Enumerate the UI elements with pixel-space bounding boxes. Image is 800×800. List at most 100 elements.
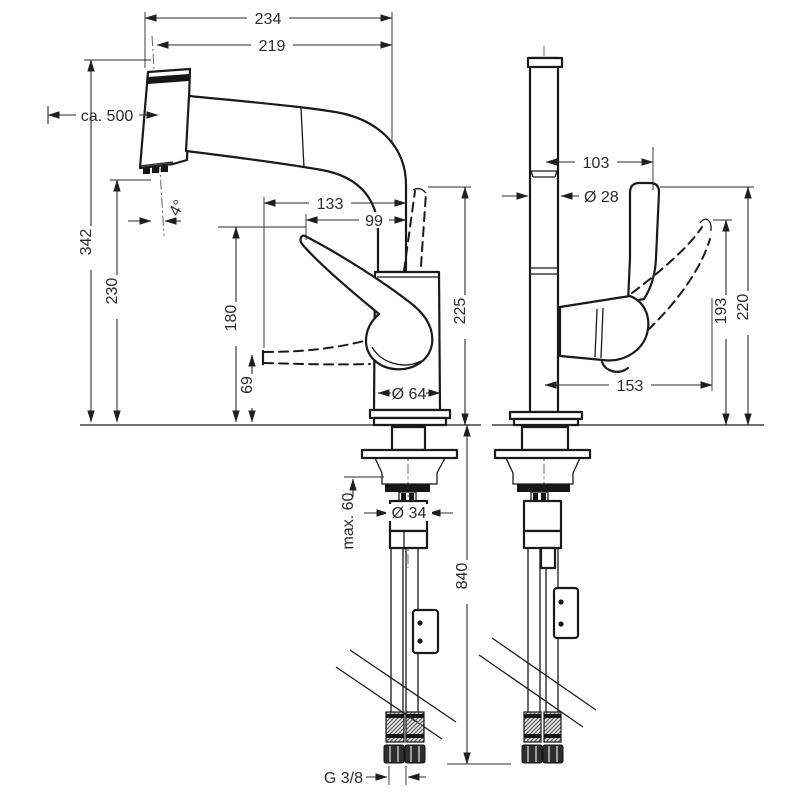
side-handle-dashed-cap <box>699 218 712 232</box>
front-view-faucet <box>138 67 459 764</box>
side-hose-crimp <box>524 714 541 718</box>
handle-lever-front <box>299 234 434 371</box>
hose-clip-detail <box>409 493 414 500</box>
dim-label-133: 133 <box>317 196 344 213</box>
dim-label-max60: max. 60 <box>340 492 357 549</box>
aerator-tooth <box>152 167 159 173</box>
spray-head <box>138 67 192 170</box>
spray-head-ring <box>148 74 189 84</box>
side-check-valve-box <box>552 586 580 640</box>
side-mount-shank-upper <box>520 425 570 452</box>
hose-crimp <box>406 714 424 718</box>
dim-height-overall: 342 <box>78 59 151 423</box>
dim-handle-reach-down: 133 <box>263 195 407 348</box>
aerator-line <box>139 161 174 167</box>
side-valve-dot <box>558 599 564 605</box>
hose-crimp <box>406 734 424 738</box>
side-valve-dot <box>558 621 564 627</box>
dim-label-103: 103 <box>583 155 610 172</box>
side-hose-connector <box>539 546 557 570</box>
handle-raised-dashed <box>403 190 416 272</box>
dim-handle-down-height: 69 <box>239 354 261 423</box>
dim-label-342: 342 <box>78 229 95 256</box>
dim-label-180: 180 <box>223 305 240 332</box>
hose-crimp <box>386 734 404 738</box>
dim-spray-angle: 4° <box>128 197 189 225</box>
spout-joint-line <box>300 107 305 169</box>
hose-clip-detail <box>401 493 406 500</box>
side-hose-nuts <box>521 744 564 764</box>
side-hose-crimp <box>544 714 561 718</box>
dim-handle-offset: 103 <box>545 147 654 190</box>
dim-label-230: 230 <box>104 278 121 305</box>
dim-label-99: 99 <box>365 213 383 230</box>
mount-shank-upper <box>390 425 427 452</box>
dim-label-219: 219 <box>259 38 286 55</box>
side-threaded-shank <box>522 499 563 533</box>
aerator-tooth <box>161 166 168 172</box>
base-flange <box>368 408 452 420</box>
dim-body-diameter: Ø 64 <box>377 384 441 403</box>
break-line <box>349 649 457 723</box>
side-handle-dashed <box>647 238 711 331</box>
side-base-plate <box>512 417 580 427</box>
side-hose-crimp <box>544 734 561 738</box>
dim-label-d28: Ø 28 <box>584 189 619 206</box>
aerator-tooth <box>143 168 150 174</box>
side-hose-crimp <box>524 734 541 738</box>
dim-label-840: 840 <box>454 563 471 590</box>
dim-handle-top-height: 220 <box>660 186 757 426</box>
side-mounting-nut <box>517 484 570 492</box>
dim-outlet-height: 230 <box>104 179 151 423</box>
side-break-line <box>478 654 584 728</box>
dimensions-side: 103 Ø 28 220 193 153 <box>502 147 757 426</box>
dim-label-153: 153 <box>617 378 644 395</box>
escutcheon-flange <box>360 448 459 460</box>
dim-label-d34: Ø 34 <box>392 505 427 522</box>
handle-lever-highlight <box>371 346 422 366</box>
handle-down-dashed <box>263 362 371 366</box>
side-view-faucet <box>478 56 712 764</box>
dim-label-225: 225 <box>452 298 469 325</box>
dim-column-diameter: Ø 28 <box>502 189 619 206</box>
dim-hose-length: 840 <box>447 424 511 765</box>
handle-raised-cap <box>412 187 427 194</box>
dim-spout-reach-overall: 234 <box>144 10 393 68</box>
dim-body-height: 225 <box>428 186 474 426</box>
side-column <box>528 56 560 414</box>
dim-max-counter-thickness: max. 60 <box>340 476 384 549</box>
dim-label-g38: G 3/8 <box>324 770 363 787</box>
dim-label-220: 220 <box>735 294 752 321</box>
hose-nuts <box>383 744 426 764</box>
handle-down-dashed <box>263 340 365 353</box>
side-handle-dashed <box>631 226 703 294</box>
dim-handle-rear-height: 193 <box>713 219 735 426</box>
handle-raised-dashed <box>420 192 427 267</box>
dim-thread: G 3/8 <box>324 766 426 787</box>
dim-handle-tip-height: 180 <box>218 226 306 423</box>
side-sprayhead-joint <box>530 170 558 178</box>
dim-label-d64: Ø 64 <box>392 386 427 403</box>
dimensions-front: 234 219 ca. 500 4° 342 <box>47 10 511 787</box>
valve-dot <box>417 620 423 626</box>
dim-handle-reach: 99 <box>305 212 407 240</box>
dim-handle-rear-reach: 153 <box>544 298 713 395</box>
dim-label-193: 193 <box>713 298 730 325</box>
side-hose-clip-detail <box>541 493 546 500</box>
check-valve-box <box>411 608 440 655</box>
dim-label-ca500: ca. 500 <box>81 108 134 125</box>
dim-label-69: 69 <box>239 376 256 394</box>
spray-head-axis-line <box>151 35 165 237</box>
dim-shank-diameter: Ø 34 <box>364 504 453 522</box>
hose-crimp <box>386 714 404 718</box>
side-column-cap <box>526 56 564 69</box>
side-handle-hook <box>600 360 630 373</box>
side-break-line <box>491 637 597 711</box>
side-escutcheon-flange <box>493 448 592 460</box>
hose-manifold <box>388 529 429 550</box>
side-handle-joint-line <box>600 307 604 359</box>
valve-dot <box>417 638 423 644</box>
base-plate <box>372 416 448 427</box>
side-hose-manifold <box>522 529 563 550</box>
